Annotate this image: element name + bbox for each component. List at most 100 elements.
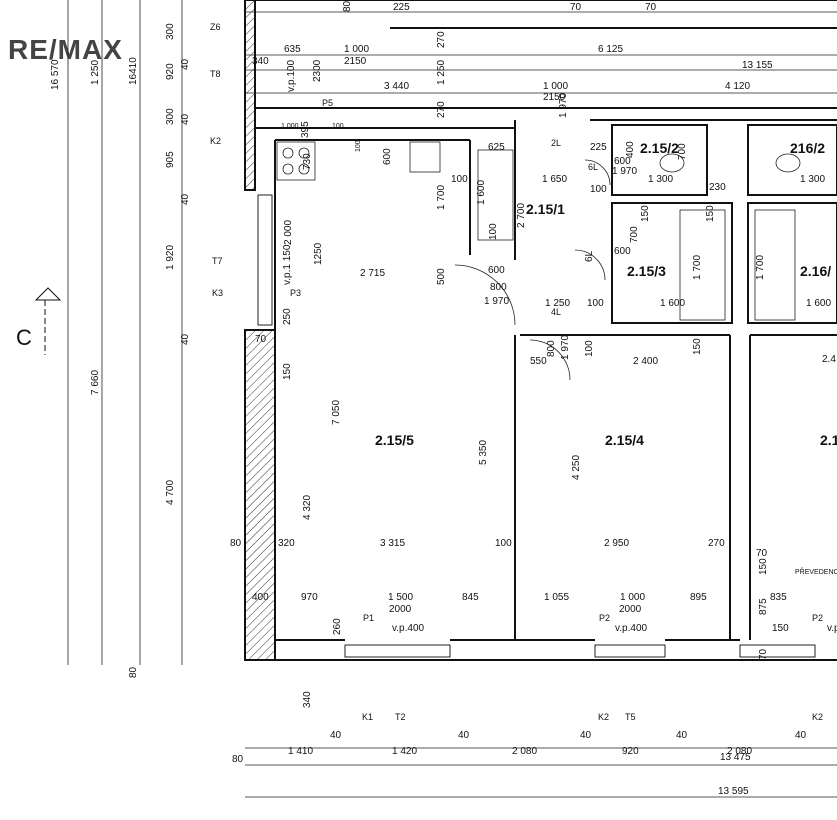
dim-t10: 2300 bbox=[312, 59, 323, 82]
d14: 100 bbox=[488, 223, 499, 240]
b10: 2 080 bbox=[727, 746, 752, 757]
b1: 40 bbox=[330, 730, 342, 741]
bottom-dimension-lines bbox=[245, 747, 837, 798]
room-216-2: 216/2 bbox=[790, 140, 825, 156]
d61: 845 bbox=[462, 592, 479, 603]
d65: 835 bbox=[770, 592, 787, 603]
dim-t7: 6 125 bbox=[598, 44, 623, 55]
tag-t5: T5 bbox=[625, 712, 636, 722]
d51: 4 320 bbox=[302, 495, 313, 520]
dim-16410: 16410 bbox=[128, 57, 139, 85]
tag-p1: P1 bbox=[363, 613, 374, 623]
d40: 150 bbox=[282, 363, 293, 380]
b9: 920 bbox=[622, 746, 639, 757]
fixtures bbox=[276, 141, 801, 321]
d64: 895 bbox=[690, 592, 707, 603]
tag-k2: K2 bbox=[210, 136, 221, 146]
d43: 1 970 bbox=[560, 335, 571, 360]
d0: 625 bbox=[488, 142, 505, 153]
d38: 250 bbox=[282, 308, 293, 325]
d15: 730 bbox=[302, 153, 313, 170]
d31: 150 bbox=[705, 205, 716, 222]
walls bbox=[244, 0, 837, 661]
section-mark: C bbox=[16, 325, 32, 350]
tag-p2: P2 bbox=[599, 613, 610, 623]
d68: 875 bbox=[758, 598, 769, 615]
dim-t8: 340 bbox=[252, 56, 269, 67]
b6: 1 410 bbox=[288, 746, 313, 757]
d55: 2 950 bbox=[604, 538, 629, 549]
d33: 1 700 bbox=[755, 255, 766, 280]
dim-40c: 40 bbox=[180, 193, 191, 205]
dim-16570: 16 570 bbox=[50, 59, 61, 90]
room-2-16: 2.16/ bbox=[800, 263, 831, 279]
d70: 2000 bbox=[619, 604, 642, 615]
d52: 320 bbox=[278, 538, 295, 549]
d75: 70 bbox=[758, 648, 769, 660]
d42: 800 bbox=[546, 340, 557, 357]
dim-t0: 800 bbox=[342, 0, 353, 12]
d53: 3 315 bbox=[380, 538, 405, 549]
room-2-15-4: 2.15/4 bbox=[605, 432, 644, 448]
d35: v.p.1 150 bbox=[282, 244, 293, 285]
d17: 1 700 bbox=[436, 185, 447, 210]
dim-t13: 13 155 bbox=[742, 60, 773, 71]
b13: 13 595 bbox=[718, 786, 749, 797]
dim-t9: v.p.100 bbox=[286, 60, 297, 92]
d6: 1 300 bbox=[648, 174, 673, 185]
d8: 230 bbox=[709, 182, 726, 193]
d16: 600 bbox=[382, 148, 393, 165]
dim-t14: 3 440 bbox=[384, 81, 409, 92]
d3: 1 970 bbox=[612, 166, 637, 177]
tag-4l: 4L bbox=[551, 307, 561, 317]
d63: 1 000 bbox=[620, 592, 645, 603]
tag-k3: K3 bbox=[212, 288, 223, 298]
dim-905: 905 bbox=[165, 151, 176, 168]
tag-2l: 2L bbox=[551, 138, 561, 148]
room-2-15-2: 2.15/2 bbox=[640, 140, 679, 156]
dim-t22: 100 bbox=[332, 123, 344, 130]
dim-t12: 1 250 bbox=[436, 60, 447, 85]
d12: 100 bbox=[451, 174, 468, 185]
d69: 2000 bbox=[389, 604, 412, 615]
b8: 2 080 bbox=[512, 746, 537, 757]
d11: 1 600 bbox=[476, 180, 487, 205]
b2: 40 bbox=[458, 730, 470, 741]
dim-40a: 40 bbox=[180, 58, 191, 70]
tag-p5: P5 bbox=[322, 98, 333, 108]
dim-300b: 300 bbox=[165, 108, 176, 125]
dim-t2: 70 bbox=[570, 2, 582, 13]
d32: 1 700 bbox=[692, 255, 703, 280]
d21: 600 bbox=[488, 265, 505, 276]
dim-t15: 1 000 bbox=[543, 81, 568, 92]
d49: 5 350 bbox=[478, 440, 489, 465]
dim-t4: 635 bbox=[284, 44, 301, 55]
d56: 270 bbox=[708, 538, 725, 549]
dim-4700: 4 700 bbox=[165, 480, 176, 505]
dim-t20: 1 000 bbox=[281, 123, 299, 130]
b12: 13 475 bbox=[720, 752, 751, 763]
tag-z6: Z6 bbox=[210, 22, 221, 32]
room-2-15-1: 2.15/1 bbox=[526, 201, 565, 217]
d46: 150 bbox=[692, 338, 703, 355]
d30: 150 bbox=[640, 205, 651, 222]
b11: 80 bbox=[232, 754, 244, 765]
d2: 600 bbox=[614, 156, 631, 167]
d27: 6L bbox=[584, 250, 595, 262]
d19: 2 715 bbox=[360, 268, 385, 279]
b3: 40 bbox=[580, 730, 592, 741]
dim-t19: 270 bbox=[436, 101, 447, 118]
dim-t23: 100 bbox=[355, 140, 362, 152]
d24: 1 250 bbox=[545, 298, 570, 309]
d13: 2 700 bbox=[516, 203, 527, 228]
tag-t7: T7 bbox=[212, 256, 223, 266]
dim-t17: 1 970 bbox=[558, 93, 569, 118]
d45: 2 400 bbox=[633, 356, 658, 367]
tag-6l: 6L bbox=[588, 162, 598, 172]
dim-t11: 270 bbox=[436, 31, 447, 48]
d57: 80 bbox=[230, 538, 242, 549]
dim-300: 300 bbox=[165, 23, 176, 40]
d10: 1 650 bbox=[542, 174, 567, 185]
dim-t6: 2150 bbox=[344, 56, 367, 67]
note: PŘEVEDENC bbox=[795, 567, 837, 576]
